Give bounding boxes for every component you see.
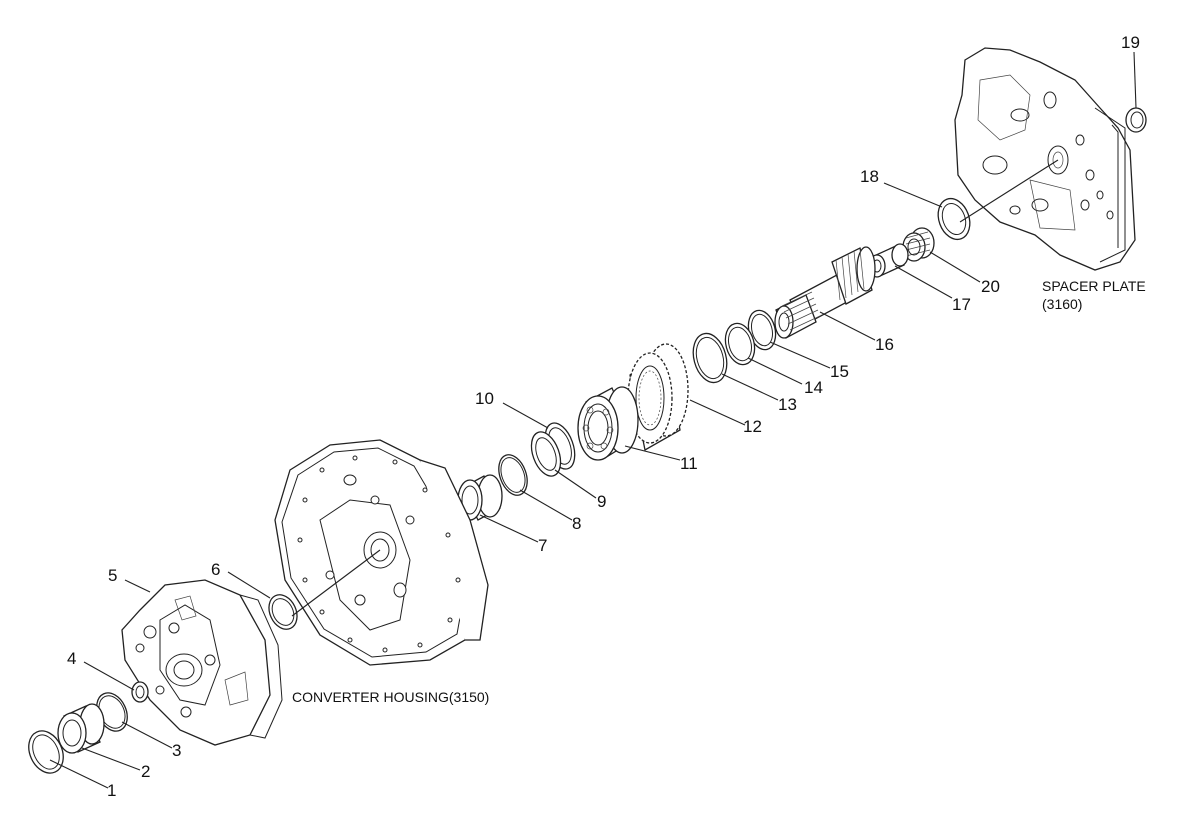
part-17-sleeve [868, 243, 909, 278]
callout-9: 9 [597, 492, 606, 511]
part-5-pump-housing [121, 579, 283, 746]
spacer-plate-label-line2: (3160) [1042, 296, 1082, 312]
callout-2: 2 [141, 762, 150, 781]
part-16-shaft [774, 246, 876, 339]
spacer-plate [954, 47, 1136, 271]
callout-15: 15 [830, 362, 849, 381]
converter-housing [274, 439, 489, 666]
callout-17: 17 [952, 295, 971, 314]
part-2-cap [57, 703, 105, 754]
callout-14: 14 [804, 378, 823, 397]
callout-5: 5 [108, 566, 117, 585]
callout-3: 3 [172, 741, 181, 760]
callout-1: 1 [107, 781, 116, 800]
spacer-plate-label-line1: SPACER PLATE [1042, 278, 1146, 294]
callout-20: 20 [981, 277, 1000, 296]
callout-6: 6 [211, 560, 220, 579]
callout-18: 18 [860, 167, 879, 186]
axis-line-housing [291, 549, 381, 617]
converter-housing-label: CONVERTER HOUSING(3150) [292, 689, 489, 705]
callout-16: 16 [875, 335, 894, 354]
leader-lines [49, 51, 1137, 789]
part-19-snap-ring [1125, 107, 1147, 133]
part-7-bushing [457, 474, 503, 521]
callout-12: 12 [743, 417, 762, 436]
callout-4: 4 [67, 649, 76, 668]
callout-10: 10 [475, 389, 494, 408]
callout-7: 7 [538, 536, 547, 555]
part-13-ring [692, 332, 728, 384]
part-9-seal [530, 431, 562, 477]
part-4-o-ring [131, 681, 149, 703]
callout-11: 11 [680, 454, 698, 473]
part-18-washer [937, 197, 971, 241]
part-11-bearing [577, 386, 639, 461]
part-14-ring [724, 322, 756, 366]
callout-8: 8 [572, 514, 581, 533]
callout-19: 19 [1121, 33, 1140, 52]
callout-13: 13 [778, 395, 797, 414]
part-12-gear [627, 343, 689, 452]
axis-line-spacer-plate [959, 159, 1059, 223]
part-8-o-ring [498, 454, 528, 496]
part-6-ring [268, 594, 298, 630]
